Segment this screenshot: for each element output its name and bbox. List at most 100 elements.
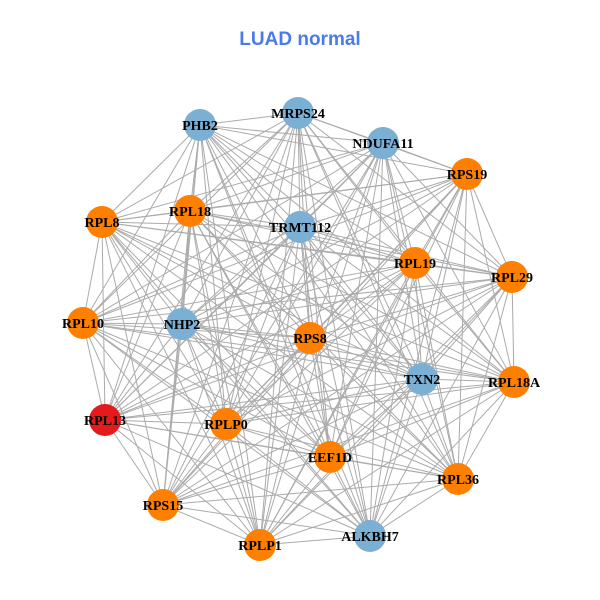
- edge-TXN2-RPS15: [162, 378, 423, 506]
- edge-RPLP0-RPLP1: [225, 423, 261, 546]
- edge-layer: [82, 112, 515, 546]
- edge-RPL36-RPS15: [162, 478, 459, 506]
- node-NHP2: NHP2: [164, 308, 200, 340]
- edge-RPL8-RPL18A: [101, 221, 515, 383]
- edge-RPS8-EEF1D: [309, 337, 331, 458]
- edge-RPS8-RPL13: [104, 337, 311, 421]
- edge-RPL19-TXN2: [414, 262, 423, 380]
- node-RPS15: RPS15: [143, 489, 183, 521]
- edge-RPL29-RPL10: [82, 276, 513, 324]
- edge-RPL8-RPS8: [101, 221, 311, 339]
- edge-TRMT112-RPL10: [82, 226, 301, 324]
- node-label: RPLP1: [238, 539, 282, 554]
- edge-RPL19-RPL18A: [414, 262, 515, 383]
- edge-RPL36-RPLP1: [259, 478, 459, 546]
- edge-RPL36-ALKBH7: [369, 478, 459, 537]
- edge-TRMT112-NHP2: [181, 226, 301, 325]
- node-RPL18: RPL18: [169, 195, 211, 227]
- node-RPS19: RPS19: [447, 158, 487, 190]
- edge-RPS19-RPL18A: [466, 173, 515, 383]
- edge-RPL13-RPLP1: [104, 419, 261, 546]
- edge-RPL13-RPLP0: [104, 419, 227, 425]
- edge-NHP2-RPL36: [181, 323, 459, 480]
- edge-NHP2-RPS15: [162, 323, 183, 506]
- edge-NHP2-RPL18A: [181, 323, 515, 383]
- edge-RPL18-TRMT112: [189, 210, 301, 228]
- node-label: RPL10: [62, 317, 104, 332]
- edge-RPL19-RPS8: [309, 262, 416, 339]
- edge-RPLP1-ALKBH7: [259, 535, 371, 546]
- node-RPL13: RPL13: [84, 404, 126, 436]
- edge-PHB2-MRPS24: [199, 112, 299, 126]
- node-circle: [451, 158, 483, 190]
- edge-RPL8-TXN2: [101, 221, 423, 380]
- node-circle: [166, 308, 198, 340]
- edge-PHB2-NDUFA11: [199, 124, 384, 144]
- node-circle: [89, 404, 121, 436]
- edge-TRMT112-RPL19: [299, 226, 416, 264]
- node-label: EEF1D: [308, 451, 352, 466]
- edge-PHB2-TRMT112: [199, 124, 301, 228]
- edge-RPL18-RPL18A: [189, 210, 515, 383]
- edge-NDUFA11-RPL19: [382, 142, 416, 264]
- node-circle: [86, 206, 118, 238]
- edge-NHP2-ALKBH7: [181, 323, 371, 537]
- edge-NDUFA11-RPL8: [101, 142, 384, 223]
- edge-NDUFA11-RPS8: [309, 142, 384, 339]
- edge-RPL29-RPS8: [309, 276, 513, 339]
- node-RPL36: RPL36: [437, 463, 479, 495]
- edge-NHP2-RPS8: [181, 323, 311, 339]
- node-label: PHB2: [182, 119, 218, 134]
- edge-RPL18-ALKBH7: [189, 210, 371, 537]
- node-circle: [442, 463, 474, 495]
- edge-RPL8-ALKBH7: [101, 221, 371, 537]
- edge-TRMT112-RPLP0: [225, 226, 301, 425]
- edge-RPL18A-EEF1D: [329, 381, 515, 458]
- edge-MRPS24-ALKBH7: [297, 112, 371, 537]
- edge-NDUFA11-RPL29: [382, 142, 513, 278]
- edge-RPL18-RPS15: [162, 210, 191, 506]
- node-label: MRPS24: [271, 107, 325, 122]
- node-label: RPS8: [293, 332, 326, 347]
- node-label: RPS19: [447, 168, 487, 183]
- node-label: RPS15: [143, 499, 183, 514]
- edge-NDUFA11-NHP2: [181, 142, 384, 325]
- edge-RPS8-TXN2: [309, 337, 423, 380]
- node-TXN2: TXN2: [404, 363, 440, 395]
- edge-RPL10-RPLP1: [82, 322, 261, 546]
- node-RPL19: RPL19: [394, 247, 436, 279]
- node-label: RPLP0: [204, 418, 248, 433]
- node-circle: [399, 247, 431, 279]
- node-RPL29: RPL29: [491, 261, 533, 293]
- node-label: NDUFA11: [352, 137, 413, 152]
- node-circle: [184, 109, 216, 141]
- edge-RPL19-NHP2: [181, 262, 416, 325]
- edge-RPL29-ALKBH7: [369, 276, 513, 537]
- edge-TRMT112-RPLP1: [259, 226, 301, 546]
- edge-MRPS24-RPL18: [189, 112, 299, 212]
- edge-NDUFA11-RPL36: [382, 142, 459, 480]
- edge-RPL19-EEF1D: [329, 262, 416, 458]
- edge-RPL18-RPS8: [189, 210, 311, 339]
- node-RPL8: RPL8: [85, 206, 120, 238]
- node-label: TRMT112: [269, 221, 331, 236]
- node-label: ALKBH7: [341, 530, 399, 545]
- node-circle: [282, 97, 314, 129]
- node-circle: [294, 322, 326, 354]
- edge-RPL10-RPL18A: [82, 322, 515, 383]
- node-RPLP0: RPLP0: [204, 408, 248, 440]
- edge-RPS19-TXN2: [421, 173, 468, 380]
- edge-NDUFA11-ALKBH7: [369, 142, 384, 537]
- node-TRMT112: TRMT112: [269, 211, 331, 243]
- node-circle: [406, 363, 438, 395]
- edge-RPL29-RPL18A: [511, 276, 515, 383]
- edge-RPS8-RPL36: [309, 337, 459, 480]
- edge-NHP2-RPLP0: [181, 323, 227, 425]
- node-circle: [210, 408, 242, 440]
- edge-RPS8-RPLP1: [259, 337, 311, 546]
- edge-RPS15-ALKBH7: [162, 504, 371, 537]
- node-circle: [367, 127, 399, 159]
- edge-RPL19-RPLP1: [259, 262, 416, 546]
